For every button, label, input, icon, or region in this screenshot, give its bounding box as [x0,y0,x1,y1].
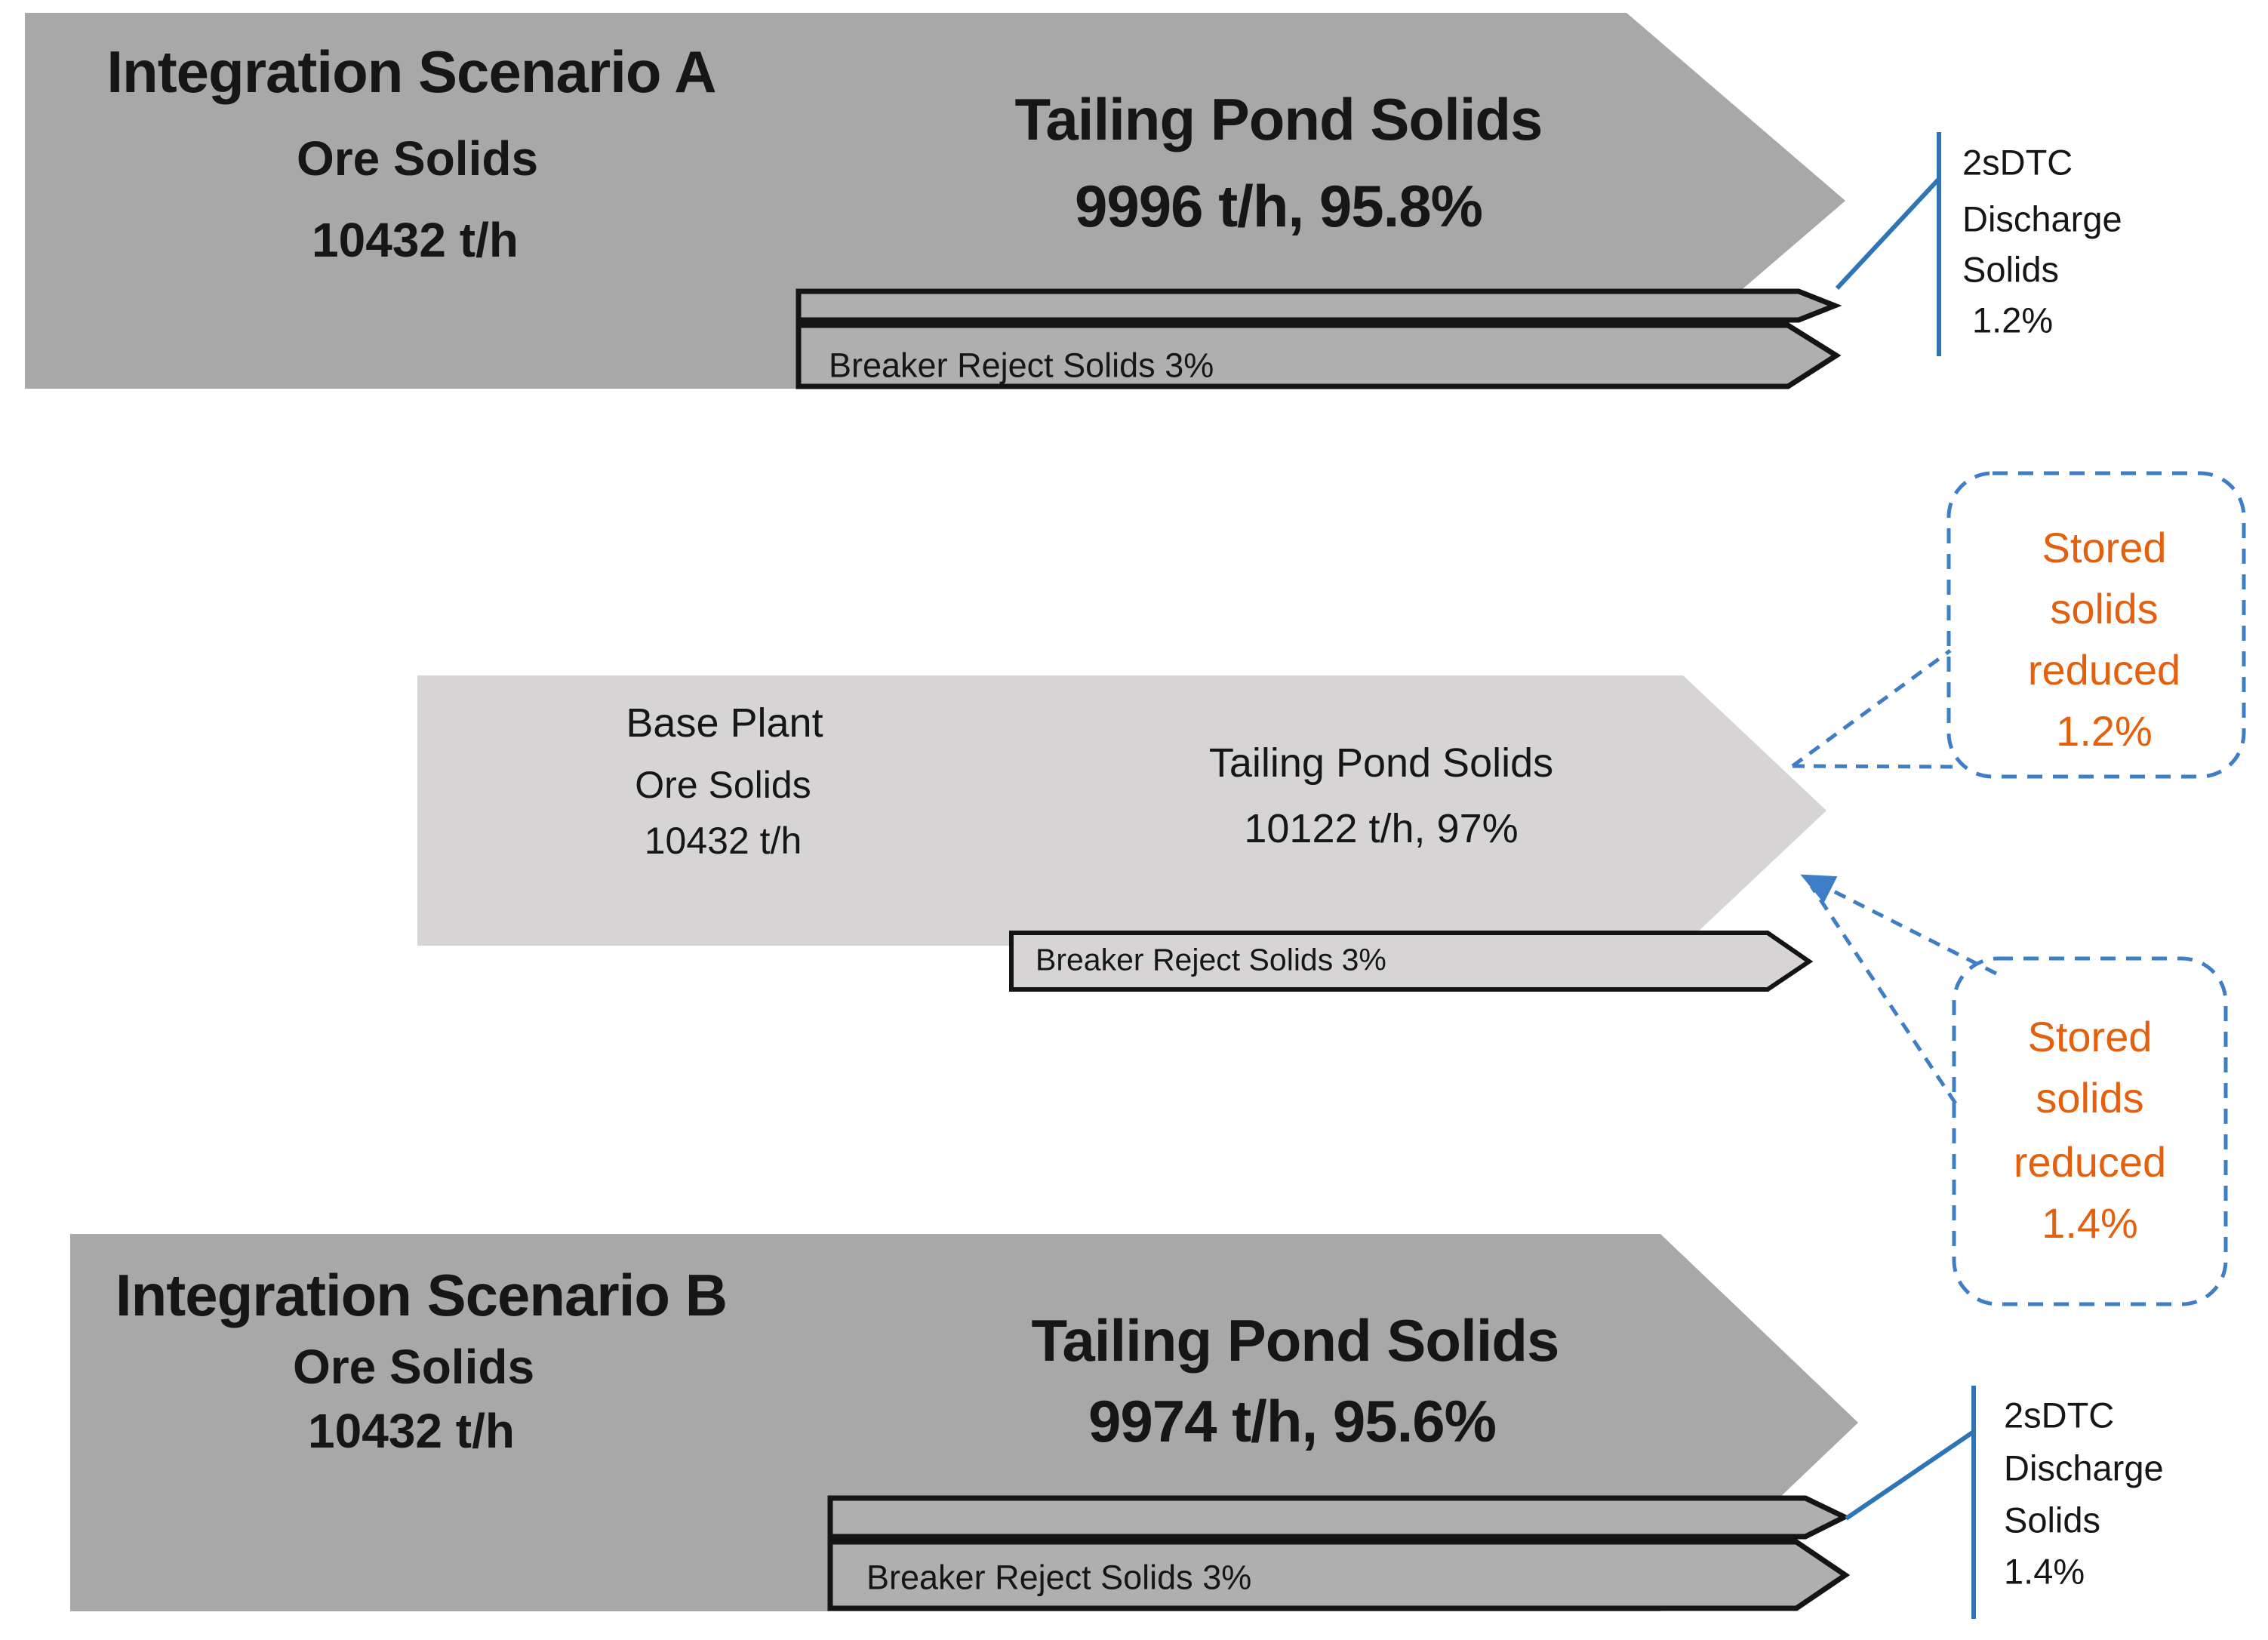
scenario-a-source-label: Ore Solids [296,131,539,186]
scenario-b-discharge-line-4: 1.4% [2004,1551,2085,1592]
scenario-a-source-value: 10432 t/h [312,213,519,267]
scenario-b-discharge-line-3: Solids [2004,1500,2101,1540]
callout-b-line-1: Stored [2027,1013,2153,1060]
scenario-a-flow-label: Tailing Pond Solids [1014,86,1543,152]
base-plant-breaker-arrow [1009,931,1814,992]
base-plant-source-label: Ore Solids [635,764,811,806]
stored-solids-callout-b-connector-lower [1809,885,1958,1105]
callout-a-line-2: solids [2050,585,2159,632]
scenario-b-title: Integration Scenario B [115,1262,728,1328]
stored-solids-callout-b-connector-upper [1800,874,1998,976]
scenario-b-breaker-arrow [827,1539,1851,1611]
scenario-a-flow-value: 9996 t/h, 95.8% [1075,173,1483,239]
base-plant-breaker-label: Breaker Reject Solids 3% [1036,942,1386,977]
scenario-b-flow-value: 9974 t/h, 95.6% [1088,1388,1497,1454]
scenario-b-discharge-line-1: 2sDTC [2004,1395,2115,1435]
scenario-a-title: Integration Scenario A [106,38,716,105]
scenario-a-breaker-label: Breaker Reject Solids 3% [829,346,1214,385]
stored-solids-callout-b-box [1952,956,2228,1306]
scenario-b-discharge-line-2: Discharge [2004,1448,2164,1488]
callout-b-line-2: solids [2036,1074,2144,1122]
base-plant-title: Base Plant [626,700,823,746]
callout-b-line-4: 1.4% [2042,1199,2138,1247]
scenario-b-discharge-arrow [827,1495,1851,1540]
scenario-a-discharge-line-4: 1.2% [1972,300,2054,340]
stored-solids-callout-a-box [1946,471,2246,779]
scenario-a-discharge-arrow [795,288,1842,323]
base-plant-arrow [417,675,1826,946]
stored-solids-callout-a-tail-upper [1791,648,1952,768]
base-plant-flow-value: 10122 t/h, 97% [1244,806,1519,851]
callout-a-line-4: 1.2% [2056,707,2153,755]
stored-solids-callout-a-tail-lower [1792,764,1962,769]
callout-a-line-3: reduced [2027,646,2181,694]
callout-a-line-1: Stored [2042,524,2167,571]
base-plant-source-value: 10432 t/h [644,820,802,862]
scenario-a-callout-diagonal-line [1835,177,1941,291]
callout-b-line-3: reduced [2013,1138,2167,1186]
scenario-b-source-value: 10432 t/h [308,1404,515,1458]
scenario-b-callout-diagonal-line [1845,1429,1975,1521]
scenario-a-discharge-line-2: Discharge [1962,198,2122,239]
scenario-a-discharge-line-1: 2sDTC [1962,142,2073,183]
base-plant-flow-label: Tailing Pond Solids [1208,740,1554,786]
scenario-b-source-label: Ore Solids [292,1340,535,1394]
scenario-b-flow-label: Tailing Pond Solids [1031,1307,1560,1374]
scenario-a-discharge-line-3: Solids [1962,249,2060,290]
scenario-b-breaker-label: Breaker Reject Solids 3% [866,1558,1252,1597]
scenario-a-breaker-arrow [795,322,1842,389]
